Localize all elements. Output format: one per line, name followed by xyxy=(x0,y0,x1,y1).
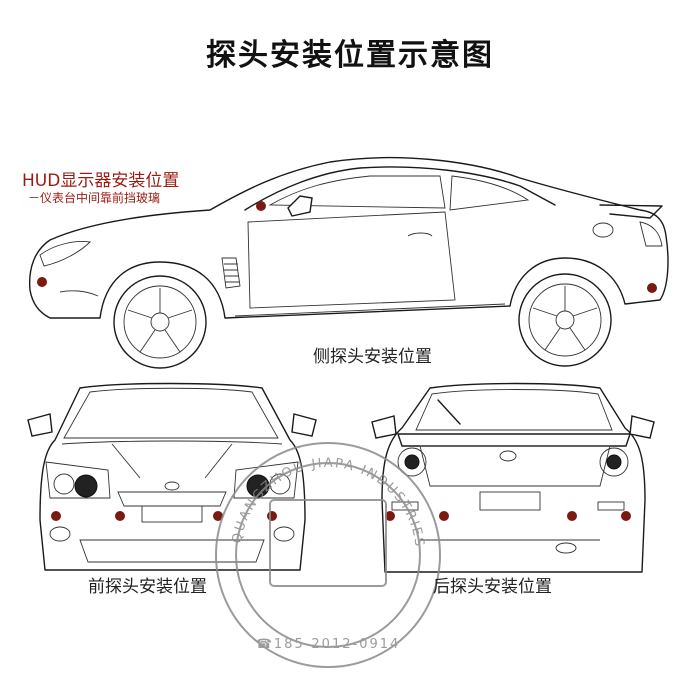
side-view-car xyxy=(28,156,669,369)
company-stamp: QUANGZHOU JIAPA INDUSTRIES CO., ☎185-201… xyxy=(0,0,441,668)
side-front-sensor-marker xyxy=(37,277,47,287)
front-sensor-label: 前探头安装位置 xyxy=(88,577,207,597)
front-sensor-marker-4 xyxy=(267,511,277,521)
stamp-arc-text: QUANGZHOU JIAPA INDUSTRIES CO., xyxy=(0,0,427,555)
rear-wheel xyxy=(518,273,612,367)
front-view-car xyxy=(27,382,317,571)
front-sensor-marker-3 xyxy=(213,511,223,521)
rear-sensor-marker-1 xyxy=(385,511,395,521)
side-sensor-label: 侧探头安装位置 xyxy=(313,347,432,367)
hud-label: HUD显示器安装位置 xyxy=(22,171,180,191)
rear-sensor-marker-3 xyxy=(567,511,577,521)
page-title: 探头安装位置示意图 xyxy=(206,38,494,73)
front-wheel xyxy=(113,275,207,369)
rear-view-car xyxy=(371,382,655,573)
front-sensor-marker-2 xyxy=(115,511,125,521)
hud-marker xyxy=(256,201,266,211)
rear-sensor-marker-2 xyxy=(439,511,449,521)
rear-sensor-label: 后探头安装位置 xyxy=(433,577,552,597)
side-rear-sensor-marker xyxy=(647,283,657,293)
stamp-phone: ☎185-2012-0914 xyxy=(256,637,401,652)
front-sensor-marker-1 xyxy=(51,511,61,521)
rear-sensor-marker-4 xyxy=(621,511,631,521)
hud-sublabel: －仪表台中间靠前挡玻璃 xyxy=(28,191,161,205)
